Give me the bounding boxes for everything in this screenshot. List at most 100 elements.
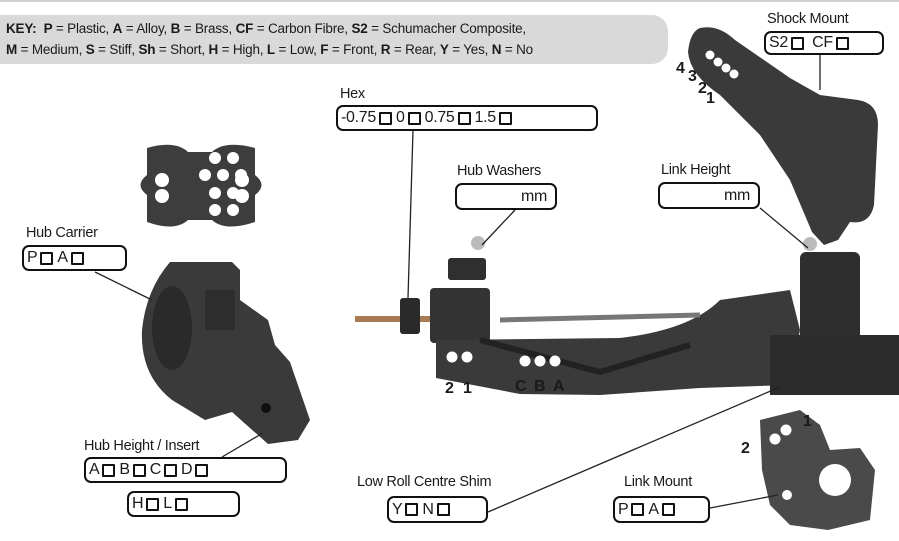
- hub-height-checkbox[interactable]: [132, 463, 146, 477]
- key-abbrev: S: [85, 42, 95, 57]
- hub-carrier-checkbox[interactable]: [40, 251, 54, 265]
- low-roll-label: Low Roll Centre Shim: [357, 474, 492, 490]
- hub-carrier-option-label: A: [57, 249, 68, 266]
- key-line-2-items: M = Medium, S = Stiff, Sh = Short, H = H…: [6, 42, 533, 57]
- key-meaning: = Yes,: [448, 42, 492, 57]
- top-divider: [0, 0, 899, 2]
- hub-carrier-label: Hub Carrier: [26, 225, 98, 241]
- hub-carrier-option[interactable]: A: [57, 249, 87, 267]
- hub-carrier-option[interactable]: P: [27, 249, 57, 267]
- hex-option[interactable]: 1.5: [475, 109, 516, 127]
- low-roll-checkbox[interactable]: [405, 503, 419, 516]
- key-meaning: = Medium,: [17, 42, 86, 57]
- hub-insert-option[interactable]: H: [132, 495, 163, 513]
- hex-option-label: 0: [395, 109, 405, 126]
- hub-washers-label: Hub Washers: [457, 163, 541, 179]
- key-meaning: = Brass,: [180, 21, 236, 36]
- hub-insert-option-label: L: [163, 495, 172, 512]
- low-roll-option-label: Y: [392, 500, 403, 518]
- leader-lines: [94, 52, 821, 513]
- arm-hole-2: 2: [445, 380, 454, 397]
- hub-height-option[interactable]: A: [89, 461, 119, 479]
- key-meaning: = Front,: [328, 42, 381, 57]
- hub-carrier-image: [141, 262, 310, 444]
- key-abbrev: R: [380, 42, 391, 57]
- key-legend: KEY: P = Plastic, A = Alloy, B = Brass, …: [0, 15, 668, 64]
- arm-hole-c: C: [515, 378, 527, 395]
- hex-option[interactable]: 0.75: [425, 109, 475, 127]
- low-roll-checkbox[interactable]: [436, 503, 450, 516]
- key-abbrev: Sh: [138, 42, 156, 57]
- shock-mount-s2-checkbox[interactable]: [790, 36, 804, 50]
- hub-height-checkbox[interactable]: [195, 463, 209, 477]
- hub-height-option[interactable]: C: [150, 461, 181, 479]
- key-abbrev: P: [43, 21, 53, 36]
- arm-hole-a: A: [553, 378, 565, 395]
- hub-height-option[interactable]: B: [119, 461, 149, 479]
- hub-carrier-option-label: P: [27, 249, 38, 266]
- hub-insert-checkbox[interactable]: [174, 497, 188, 511]
- hub-height-option[interactable]: D: [181, 461, 212, 479]
- key-meaning: = Stiff,: [94, 42, 139, 57]
- hex-option-label: 1.5: [474, 109, 497, 126]
- shock-mount-option-cf[interactable]: CF: [812, 34, 853, 52]
- key-line-1-items: P = Plastic, A = Alloy, B = Brass, CF = …: [43, 21, 527, 36]
- key-meaning: = High,: [218, 42, 267, 57]
- hub-insert-option[interactable]: L: [163, 495, 192, 513]
- low-roll-option[interactable]: Y: [392, 501, 422, 519]
- key-line-1: KEY: P = Plastic, A = Alloy, B = Brass, …: [6, 18, 668, 39]
- link-mount-checkbox[interactable]: [631, 503, 645, 516]
- shock-hole-1: 1: [706, 90, 715, 107]
- key-abbrev: S2: [351, 21, 368, 36]
- hex-checkbox[interactable]: [457, 111, 471, 125]
- key-meaning: = Alloy,: [122, 21, 171, 36]
- arm-hole-1: 1: [463, 380, 472, 397]
- hex-checkbox[interactable]: [378, 111, 392, 125]
- hub-insert-plate-image: [140, 144, 262, 227]
- hex-checkbox[interactable]: [407, 111, 421, 125]
- key-meaning: = Plastic,: [52, 21, 113, 36]
- hub-height-checkbox[interactable]: [102, 463, 116, 477]
- link-mount-option[interactable]: A: [648, 501, 678, 519]
- link-mount-option-label: A: [648, 500, 659, 518]
- hex-option[interactable]: -0.75: [341, 109, 396, 127]
- hub-height-label: Hub Height / Insert: [84, 438, 200, 454]
- key-meaning: = Low,: [274, 42, 321, 57]
- hub-washers-field[interactable]: mm: [455, 183, 557, 210]
- link-hole-1: 1: [803, 413, 812, 430]
- hex-label: Hex: [340, 86, 365, 102]
- shock-hole-4: 4: [676, 60, 685, 77]
- key-abbrev: B: [170, 21, 181, 36]
- link-hole-2: 2: [741, 440, 750, 457]
- shock-mount-option-s2[interactable]: S2: [769, 34, 808, 52]
- low-roll-option[interactable]: N: [422, 501, 453, 519]
- link-mount-checkbox[interactable]: [661, 503, 675, 516]
- link-height-field[interactable]: mm: [658, 182, 760, 209]
- hub-height-checkbox[interactable]: [164, 463, 178, 477]
- link-mount-option[interactable]: P: [618, 501, 648, 519]
- hex-checkbox[interactable]: [498, 111, 512, 125]
- key-abbrev: H: [208, 42, 219, 57]
- arm-hole-b: B: [534, 378, 546, 395]
- low-roll-option-label: N: [422, 500, 434, 518]
- link-height-label: Link Height: [661, 162, 731, 178]
- shock-mount-cf-checkbox[interactable]: [835, 36, 849, 50]
- hub-carrier-checkbox[interactable]: [70, 251, 84, 265]
- arm-assembly-image: [355, 236, 899, 395]
- link-mount-option-label: P: [618, 500, 629, 518]
- key-prefix: KEY:: [6, 21, 37, 36]
- key-meaning: = Carbon Fibre,: [253, 21, 352, 36]
- shock-hole-3: 3: [688, 68, 697, 85]
- hub-insert-checkbox[interactable]: [146, 497, 160, 511]
- hex-option[interactable]: 0: [396, 109, 425, 127]
- shock-hole-2: 2: [698, 80, 707, 97]
- key-abbrev: A: [112, 21, 123, 36]
- shock-tower-image: [688, 27, 878, 246]
- shock-mount-label: Shock Mount: [767, 11, 849, 27]
- key-abbrev: L: [266, 42, 275, 57]
